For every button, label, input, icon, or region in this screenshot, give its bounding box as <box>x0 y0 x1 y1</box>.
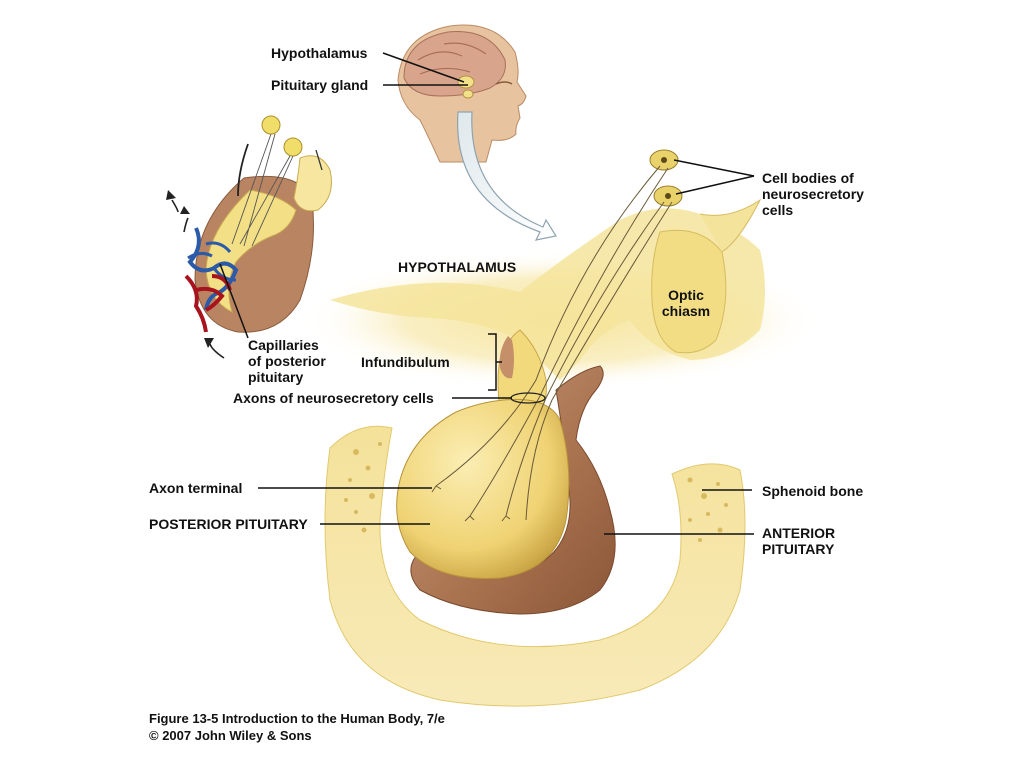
label-axon-terminal: Axon terminal <box>149 480 243 496</box>
axon-lines <box>431 165 673 522</box>
figure-caption: Figure 13-5 Introduction to the Human Bo… <box>149 710 445 744</box>
label-cell-bodies: Cell bodies of neurosecretory cells <box>762 170 864 218</box>
inset-capillary-diagram <box>166 115 332 359</box>
anterior-pituitary-shape <box>410 365 616 615</box>
label-anterior-pituitary: ANTERIOR PITUITARY <box>762 525 836 557</box>
label-infundibulum: Infundibulum <box>361 354 450 370</box>
caption-line-2: © 2007 John Wiley & Sons <box>149 728 312 743</box>
label-hypothalamus-small: Hypothalamus <box>271 45 368 61</box>
head-icon <box>397 24 527 163</box>
label-optic-chiasm: Optic chiasm <box>661 287 711 319</box>
cell-body-icon <box>649 149 683 207</box>
leader-lines <box>219 52 755 535</box>
label-posterior-pituitary: POSTERIOR PITUITARY <box>149 516 308 532</box>
sphenoid-bone-shape <box>324 425 746 707</box>
zoom-arrow-icon <box>457 111 557 241</box>
label-axons: Axons of neurosecretory cells <box>233 390 434 406</box>
caption-line-1: Figure 13-5 Introduction to the Human Bo… <box>149 711 445 726</box>
label-capillaries: Capillaries of posterior pituitary <box>248 337 326 385</box>
label-pituitary-gland: Pituitary gland <box>271 77 369 93</box>
label-hypothalamus-main: HYPOTHALAMUS <box>398 259 517 275</box>
posterior-pituitary-shape <box>396 398 570 579</box>
label-sphenoid-bone: Sphenoid bone <box>762 483 864 499</box>
